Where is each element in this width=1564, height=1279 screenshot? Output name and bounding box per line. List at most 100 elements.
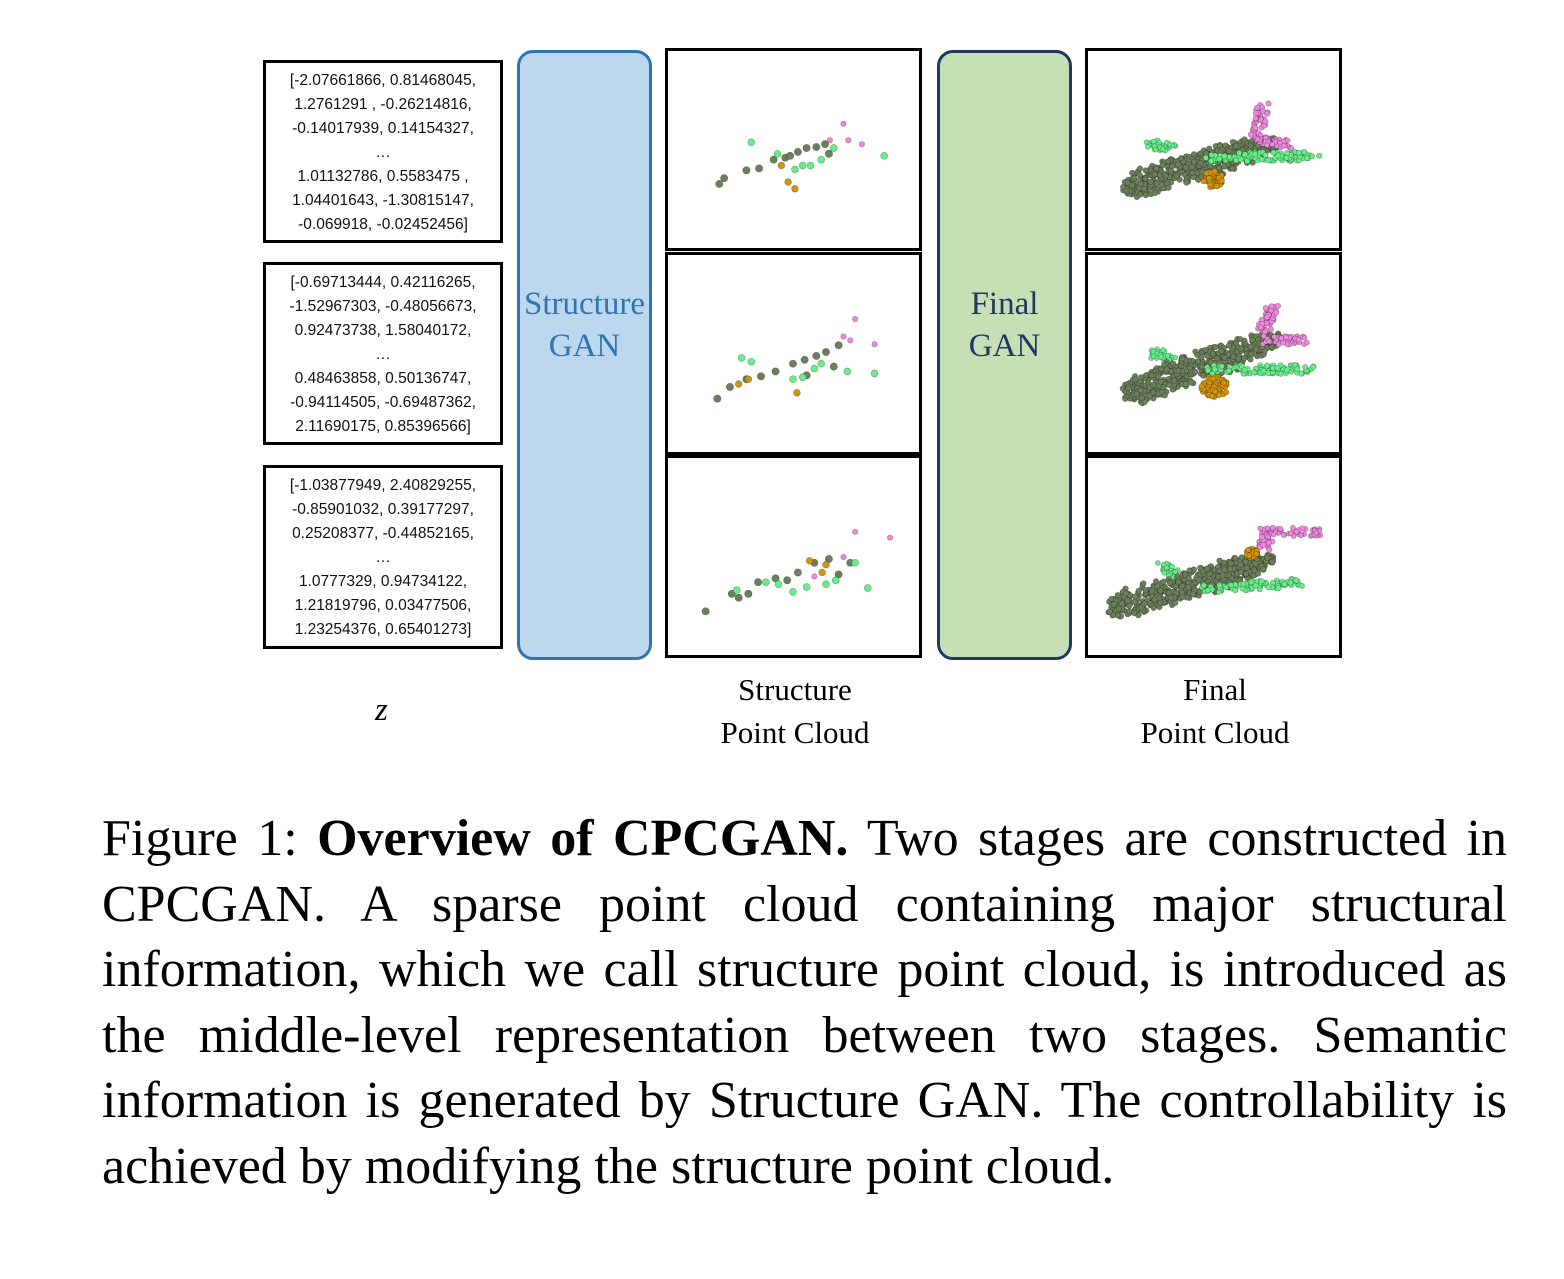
body-point (1123, 187, 1130, 195)
wing-point (829, 144, 838, 152)
z-line: … (375, 144, 391, 161)
z-line: -1.52967303, -0.48056673, (289, 298, 477, 315)
body-point (1138, 394, 1145, 402)
tail-point (1272, 309, 1279, 316)
body-point (713, 394, 722, 403)
body-point (1212, 343, 1219, 351)
wing-point (1233, 157, 1240, 164)
z-vector-box-3: [-1.03877949, 2.40829255, -0.85901032, 0… (263, 465, 503, 649)
body-point (821, 140, 830, 149)
wing-point (1150, 138, 1157, 145)
body-point (1190, 151, 1198, 158)
body-point (701, 607, 710, 616)
body-point (771, 574, 780, 583)
wing-point (1281, 580, 1288, 587)
body-point (1177, 155, 1185, 162)
tail-point (1288, 145, 1295, 152)
tail-point (1268, 303, 1275, 310)
wing-point (1240, 580, 1247, 587)
wing-point (1172, 569, 1179, 575)
tail-point (840, 120, 847, 127)
wing-point (747, 357, 756, 366)
structure-cloud-1 (715, 120, 889, 193)
tail-point (1269, 141, 1275, 147)
body-point (1142, 587, 1149, 594)
body-point (1146, 384, 1153, 391)
tail-point (858, 141, 865, 148)
wing-point (870, 369, 879, 378)
body-point (742, 166, 751, 175)
tail-point (1252, 115, 1259, 122)
body-point (1132, 376, 1139, 383)
body-point (1158, 181, 1166, 188)
body-point (1216, 557, 1223, 564)
structure-gan-title: Structure (524, 286, 645, 322)
wing-point (1265, 584, 1272, 591)
body-point (822, 348, 830, 357)
z-line: 0.48463858, 0.50136747, (294, 370, 472, 387)
body-point (1247, 350, 1255, 357)
body-point (1206, 145, 1213, 152)
body-point (1185, 584, 1192, 591)
final-point-cloud-label: Final Point Cloud (1085, 668, 1345, 754)
body-point (1185, 575, 1192, 582)
body-point (1154, 582, 1161, 590)
body-point (1235, 355, 1242, 363)
structure-point-cloud-panel-3 (665, 455, 922, 658)
body-point (1204, 352, 1211, 359)
tail-point (1266, 546, 1273, 553)
body-point (1175, 579, 1182, 586)
figure-caption: Figure 1: Overview of CPCGAN. Two stages… (102, 806, 1507, 1199)
engine-point (1246, 552, 1253, 559)
wing-point (822, 580, 830, 588)
wing-point (747, 138, 756, 147)
wing-point (1303, 154, 1310, 161)
body-point (1115, 605, 1123, 612)
wing-point (1163, 139, 1170, 146)
body-point (1188, 163, 1195, 171)
wing-point (1284, 149, 1291, 157)
body-point (1249, 336, 1256, 344)
tail-point (840, 333, 847, 340)
body-point (786, 151, 795, 160)
wing-point (1204, 587, 1211, 594)
tail-point (1260, 541, 1267, 548)
body-point (1172, 583, 1180, 590)
engine-point (1253, 551, 1260, 558)
body-point (1140, 580, 1147, 587)
body-point (1229, 138, 1237, 146)
body-point (1252, 560, 1259, 567)
structure-cloud-2 (713, 316, 879, 403)
tail-point (1313, 529, 1320, 536)
wing-point (1200, 582, 1207, 589)
body-point (1189, 591, 1196, 598)
tail-point (887, 534, 894, 541)
wing-point (1221, 152, 1228, 159)
body-point (1237, 568, 1245, 576)
wing-point (863, 584, 872, 592)
tail-point (1264, 142, 1270, 149)
body-point (1129, 182, 1136, 189)
body-point (1166, 381, 1173, 389)
z-line: [-2.07661866, 0.81468045, (289, 72, 477, 89)
body-point (1206, 162, 1214, 170)
tail-point (1304, 339, 1310, 346)
body-point (1141, 600, 1148, 607)
body-point (1137, 191, 1144, 198)
body-point (1159, 162, 1166, 169)
body-point (1160, 384, 1167, 391)
body-point (1241, 354, 1248, 362)
body-point (812, 351, 821, 360)
wing-point (1244, 158, 1251, 165)
wing-point (1154, 560, 1161, 566)
tail-point (1280, 532, 1287, 538)
tail-point (1293, 529, 1300, 535)
structure-point-cloud-panel-1 (665, 48, 922, 251)
body-point (1229, 165, 1236, 172)
wing-point (1225, 367, 1232, 374)
body-point (754, 578, 763, 587)
wing-point (774, 580, 783, 588)
body-point (1141, 398, 1148, 406)
z-line: 0.25208377, -0.44852165, (292, 525, 474, 542)
body-point (715, 179, 724, 188)
